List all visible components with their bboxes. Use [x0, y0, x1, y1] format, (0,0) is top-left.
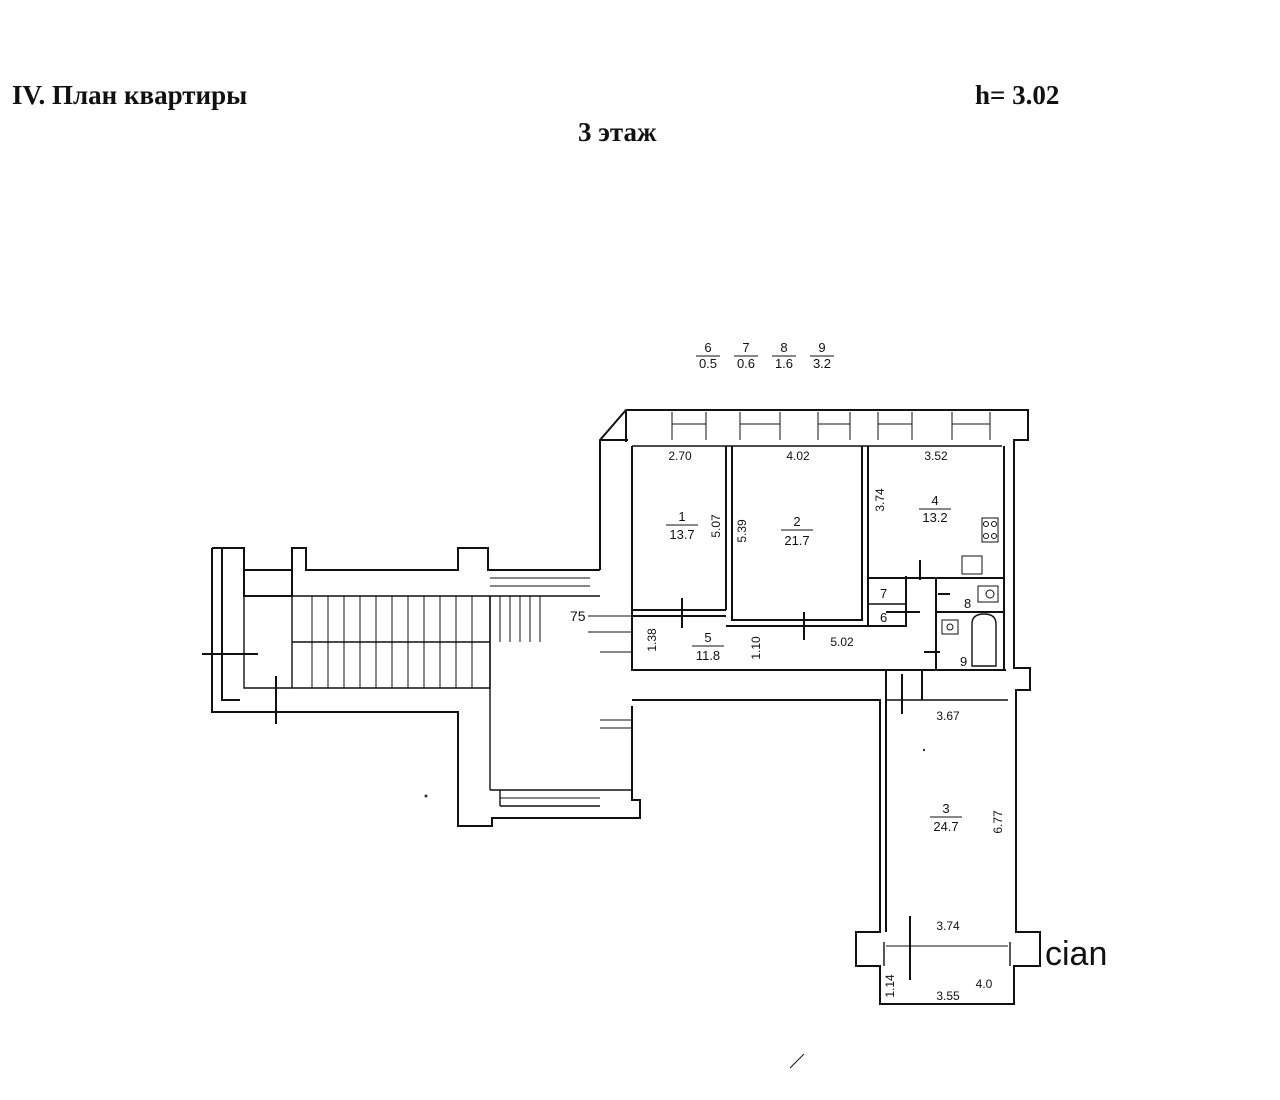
- legend-item-8: 8 1.6: [772, 340, 796, 371]
- room-6-number: 6: [880, 610, 887, 625]
- room-4: 4 13.2: [919, 493, 951, 525]
- plan-title: IV. План квартиры: [12, 80, 248, 110]
- room-number: 4: [931, 493, 938, 508]
- dim-room4-length: 3.74: [873, 488, 887, 512]
- dim-balcony-depth: 1.14: [883, 974, 897, 998]
- dim-corridor-depth: 1.38: [645, 628, 659, 652]
- legend-area: 0.5: [699, 356, 717, 371]
- room-3: 3 24.7: [930, 801, 962, 834]
- room-9-number: 9: [960, 654, 967, 669]
- legend-area: 3.2: [813, 356, 831, 371]
- apartment-walls: [599, 409, 1041, 1005]
- dim-room3-length: 6.77: [991, 810, 1005, 834]
- dim-room3-top: 3.67: [936, 709, 960, 723]
- dim-room3-bottom: 3.74: [936, 919, 960, 933]
- room-5: 5 11.8: [692, 630, 724, 663]
- room-area: 21.7: [784, 533, 809, 548]
- watermark-text: cian: [1045, 935, 1107, 973]
- room-area: 24.7: [933, 819, 958, 834]
- legend-num: 9: [818, 340, 825, 355]
- room-number: 3: [942, 801, 949, 816]
- legend-num: 7: [742, 340, 749, 355]
- dim-balcony-width: 3.55: [936, 989, 960, 1003]
- room-number: 5: [704, 630, 711, 645]
- partitions: [588, 446, 1011, 980]
- dim-room4-width: 3.52: [924, 449, 948, 463]
- dim-room2-length: 5.39: [735, 519, 749, 543]
- legend-area: 0.6: [737, 356, 755, 371]
- legend-item-6: 6 0.5: [696, 340, 720, 371]
- room-number: 1: [678, 509, 685, 524]
- small-rooms-legend: 6 0.5 7 0.6 8 1.6 9 3.2: [696, 340, 834, 371]
- floor-label: 3 этаж: [578, 117, 657, 147]
- staircase: [202, 547, 641, 827]
- dim-corridor-inner: 1.10: [749, 636, 763, 660]
- room-8-number: 8: [964, 596, 971, 611]
- dim-corridor-length: 5.02: [830, 635, 854, 649]
- dim-balcony-area: 4.0: [976, 977, 993, 991]
- room-7-number: 7: [880, 586, 887, 601]
- room-2: 2 21.7: [781, 514, 813, 548]
- room-area: 11.8: [696, 648, 720, 663]
- dim-room1-width: 2.70: [668, 449, 692, 463]
- legend-num: 8: [780, 340, 787, 355]
- legend-area: 1.6: [775, 356, 793, 371]
- room-area: 13.2: [922, 510, 947, 525]
- dimension-labels: 2.70 5.07 4.02 5.39 3.52 3.74 1.38 1.10 …: [570, 449, 1005, 1003]
- ceiling-height: h= 3.02: [975, 80, 1060, 110]
- legend-item-9: 9 3.2: [810, 340, 834, 371]
- dim-opening: 75: [570, 608, 586, 624]
- room-1: 1 13.7: [666, 509, 698, 542]
- room-number: 2: [793, 514, 800, 529]
- room-area: 13.7: [669, 527, 694, 542]
- dim-room1-length: 5.07: [709, 514, 723, 538]
- legend-num: 6: [704, 340, 711, 355]
- legend-item-7: 7 0.6: [734, 340, 758, 371]
- dim-room2-width: 4.02: [786, 449, 810, 463]
